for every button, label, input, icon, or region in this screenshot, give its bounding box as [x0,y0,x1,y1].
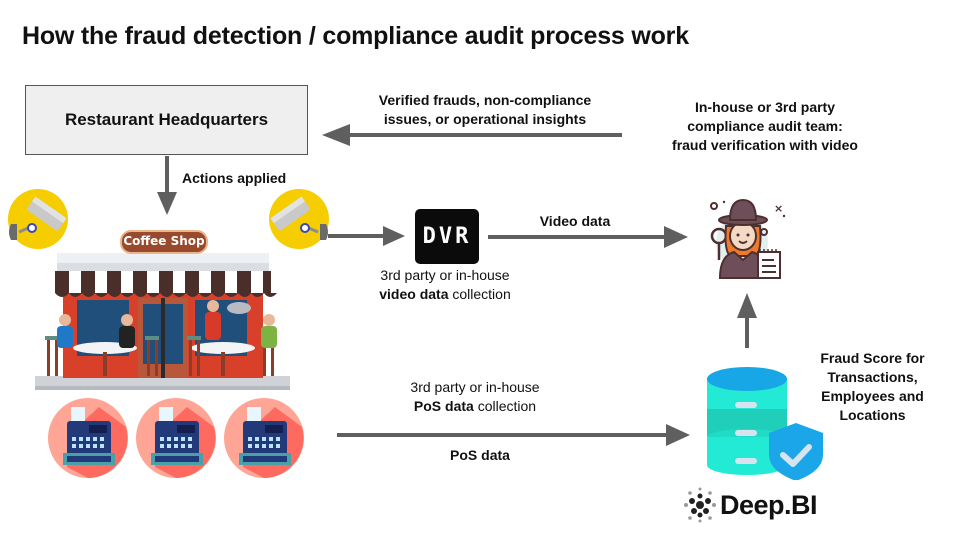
dvr-caption-line: video data collection [350,285,540,304]
fraud-score-label-line: Fraud Score for [820,350,925,366]
pos-collection-caption: 3rd party or in-house PoS data collectio… [400,378,550,416]
pos-caption-line: PoS data collection [400,397,550,416]
fraud-score-label-line: Transactions, [827,369,918,385]
audit-team-label-line: compliance audit team: [687,118,843,134]
deepbi-brand-text: Deep.BI [720,489,818,520]
restaurant-headquarters-node: Restaurant Headquarters [25,85,308,155]
video-data-label: Video data [539,213,611,229]
insights-label-line: Verified frauds, non-compliance [378,92,592,108]
pos-caption-bold: PoS data [413,398,474,414]
arrow-camera-to-dvr [328,226,405,246]
deepbi-logo-dots-icon [684,487,716,523]
arrow-pos-data [337,424,690,446]
coffee-shop-sign: Coffee Shop [123,234,205,248]
audit-team-label-line: fraud verification with video [672,137,858,153]
dvr-caption-line: 3rd party or in-house [380,267,510,283]
insights-label-line: issues, or operational insights [383,111,587,127]
fraud-score-label-line: Locations [839,407,906,423]
insights-label: Verified frauds, non-compliance issues, … [340,91,630,129]
pos-terminal-icon [223,397,305,479]
fraud-score-label: Fraud Score for Transactions, Employees … [800,349,945,425]
deepbi-logo: Deep.BI [682,484,832,526]
page-title: How the fraud detection / compliance aud… [22,22,689,50]
dvr-icon: DVR [415,209,479,264]
svg-text:×: × [774,202,783,215]
pos-data-label: PoS data [450,447,510,463]
audit-team-label: In-house or 3rd party compliance audit t… [640,98,890,155]
dvr-caption-rest: collection [448,286,511,302]
arrow-actions-applied [157,156,177,215]
pos-terminal-icon [135,397,217,479]
fraud-score-label-line: Employees and [821,388,924,404]
dvr-caption-bold: video data [379,286,449,302]
audit-team-label-line: In-house or 3rd party [694,99,836,115]
auditor-detective-icon: × [700,190,795,280]
pos-caption-line: 3rd party or in-house [410,379,540,395]
pos-caption-rest: collection [473,398,537,414]
dvr-icon-text: DVR [422,224,472,249]
dvr-caption: 3rd party or in-house video data collect… [350,266,540,304]
security-camera-icon [7,188,69,250]
headquarters-label: Restaurant Headquarters [64,110,269,129]
security-camera-icon [268,188,330,250]
awning [55,271,277,297]
arrow-fraud-score-up [737,293,757,348]
actions-applied-label: Actions applied [182,170,287,186]
pos-terminal-icon [47,397,129,479]
coffee-shop-illustration: Coffee Shop [35,228,290,393]
database-shield-icon [705,365,830,481]
